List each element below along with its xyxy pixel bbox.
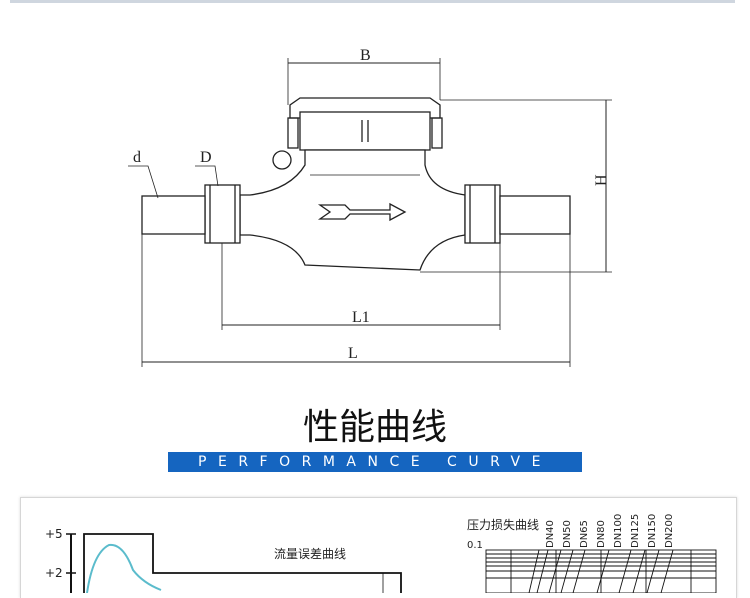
pressure-y-tick: 0.1 bbox=[467, 540, 483, 551]
dn-label: DN100 bbox=[613, 513, 624, 548]
section-subtitle-banner: PERFORMANCE CURVE bbox=[168, 452, 582, 472]
dn-label: DN150 bbox=[647, 513, 658, 548]
top-divider bbox=[10, 0, 735, 3]
dn-label: DN200 bbox=[664, 513, 675, 548]
dn-label: DN65 bbox=[579, 520, 590, 548]
flow-error-title: 流量误差曲线 bbox=[274, 547, 347, 561]
dn-label: DN50 bbox=[562, 520, 573, 548]
dim-l1-label: L1 bbox=[352, 309, 370, 326]
pressure-loss-title: 压力损失曲线 bbox=[467, 518, 540, 532]
dim-d-upper-label: D bbox=[200, 149, 212, 166]
dn-label: DN40 bbox=[545, 520, 556, 548]
y-tick-plus5: +5 bbox=[45, 527, 63, 541]
dim-l-label: L bbox=[348, 345, 358, 362]
performance-charts: +5 +2 流量误差曲线 压力损失曲线 0.1 DN40 DN50 DN65 D… bbox=[20, 497, 737, 598]
dim-d-lower-label: d bbox=[133, 149, 141, 166]
dn-label: DN125 bbox=[630, 513, 641, 548]
water-meter-drawing: B H d D L1 L bbox=[128, 47, 612, 367]
flow-error-chart bbox=[66, 533, 717, 593]
y-tick-plus2: +2 bbox=[45, 566, 63, 580]
dn-label: DN80 bbox=[596, 520, 607, 548]
section-title: 性能曲线 bbox=[302, 407, 447, 448]
dim-h-label: H bbox=[593, 174, 610, 186]
dim-b-label: B bbox=[360, 47, 371, 64]
